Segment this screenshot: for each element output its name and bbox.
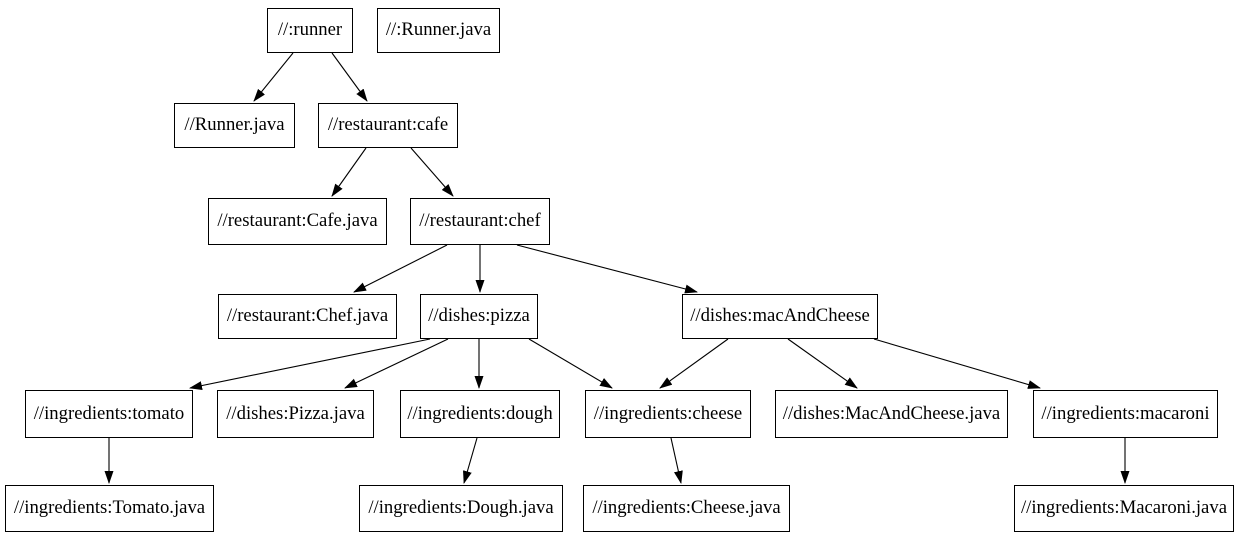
graph-node-cafe: //restaurant:cafe [318,103,458,148]
graph-node-dough: //ingredients:dough [400,390,560,438]
graph-node-cheese: //ingredients:cheese [585,390,751,438]
graph-node-tomato-java: //ingredients:Tomato.java [5,485,214,532]
graph-node-runner-java: //Runner.java [174,103,295,148]
edge-cafe-to-cafe-java [331,147,367,197]
graph-node-pizza: //dishes:pizza [420,294,538,339]
graph-node-mac-and-cheese: //dishes:macAndCheese [682,294,878,339]
edge-cheese-to-cheese-java [670,437,683,484]
edge-pizza-to-tomato [189,338,431,391]
edge-chef-to-chef-java [353,244,448,293]
edge-pizza-to-cheese [528,338,613,389]
edge-runner-to-runner-java [253,52,294,102]
edge-mac-and-cheese-to-macaroni [873,338,1041,389]
graph-node-dough-java: //ingredients:Dough.java [359,485,563,532]
graph-node-cafe-java: //restaurant:Cafe.java [208,198,387,245]
edge-pizza-to-pizza-java [344,338,449,389]
edge-cafe-to-chef [410,147,454,197]
graph-node-macaroni: //ingredients:macaroni [1033,390,1218,438]
edge-runner-to-cafe [331,52,368,102]
graph-node-cheese-java: //ingredients:Cheese.java [583,485,790,532]
graph-node-pizza-java: //dishes:Pizza.java [217,390,374,438]
edge-mac-and-cheese-to-cheese [659,338,729,389]
graph-node-runner: //:runner [267,8,353,53]
edge-mac-and-cheese-to-mac-and-cheese-java [787,338,858,389]
edge-chef-to-mac-and-cheese [516,244,698,294]
graph-node-runner-java-top: //:Runner.java [377,8,500,53]
graph-node-tomato: //ingredients:tomato [25,390,193,438]
graph-node-macaroni-java: //ingredients:Macaroni.java [1014,485,1234,532]
edge-group [104,52,1130,484]
edge-dough-to-dough-java [463,437,478,484]
graph-node-chef-java: //restaurant:Chef.java [218,294,397,339]
graph-node-chef: //restaurant:chef [410,198,550,245]
graph-node-mac-and-cheese-java: //dishes:MacAndCheese.java [775,390,1008,438]
